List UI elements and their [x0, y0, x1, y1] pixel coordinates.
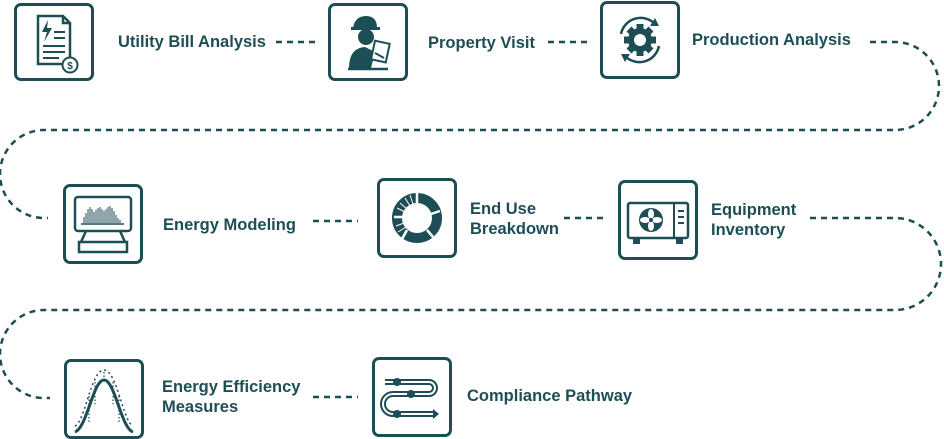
step-label-energy-efficiency-measures: Energy Efficiency Measures [162, 378, 301, 416]
wave-curve-icon [64, 359, 144, 439]
inspector-icon [328, 3, 408, 81]
step-label-compliance-pathway: Compliance Pathway [467, 387, 633, 405]
monitor-chart-icon [63, 184, 143, 264]
pathway-icon [372, 357, 452, 437]
step-label-equipment-inventory: Equipment Inventory [711, 201, 797, 239]
svg-text:$: $ [67, 61, 73, 72]
utility-bill-icon: $ [14, 3, 94, 81]
step-label-energy-modeling: Energy Modeling [163, 216, 296, 234]
step-label-utility-bill-analysis: Utility Bill Analysis [118, 33, 266, 51]
gear-cycle-icon [600, 1, 680, 79]
step-label-end-use-breakdown: End Use Breakdown [470, 200, 559, 238]
step-label-property-visit: Property Visit [428, 34, 535, 52]
hvac-unit-icon [618, 180, 698, 260]
step-label-production-analysis: Production Analysis [692, 31, 851, 49]
donut-chart-icon [377, 178, 457, 258]
